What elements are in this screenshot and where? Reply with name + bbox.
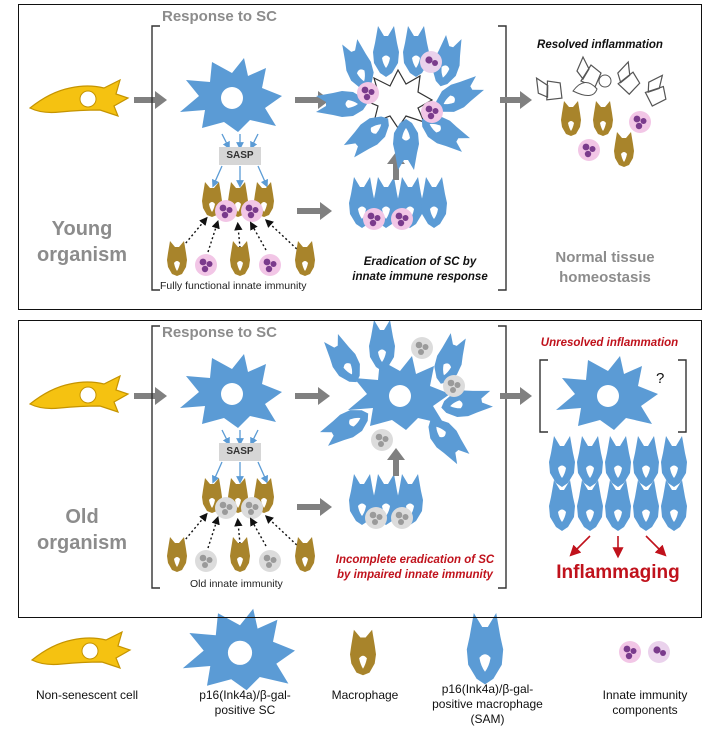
young-organism-panel [18,4,702,310]
old-response-label: Response to SC [162,324,278,341]
bracket-right-young [498,25,507,291]
eradication-cluster-young [316,26,487,170]
young-organism-label: Young organism [36,218,128,266]
sasp-box-young [219,147,261,165]
old-eradication-label: Incomplete eradication of SC by impaired… [335,554,495,581]
legend-graphics [31,608,670,691]
old-organism-label: Old organism [36,506,128,554]
old-panel-graphics [29,320,687,589]
legend-senescent: p16(Ink4a)/β-gal- positive SC [199,688,291,717]
bracket-left-young [151,25,160,291]
young-homeostasis-label: Normal tissue homeostasis [555,249,655,286]
legend-innate: Innate immunity components [602,688,688,717]
young-eradication-label: Eradication of SC by innate immune respo… [352,256,488,283]
question-mark: ? [656,370,665,387]
old-outcome-label: Unresolved inflammation [540,337,679,349]
old-organism-panel [18,320,702,618]
old-immunity-label: Old innate immunity [190,578,283,590]
young-sasp-label: SASP [226,150,254,161]
resolved-debris [530,56,677,111]
legend-sam: p16(Ink4a)/β-gal- positive macrophage (S… [432,682,543,726]
arrow-young-3 [297,202,332,220]
young-outcome-label: Resolved inflammation [537,39,663,51]
young-panel-graphics [29,25,677,291]
young-immunity-label: Fully functional innate immunity [160,280,307,292]
inflammaging-label: Inflammaging [556,562,680,583]
old-sasp-label: SASP [226,446,254,457]
young-response-label: Response to SC [162,8,278,25]
arrow-young-4 [500,91,532,109]
arrow-young-1 [134,91,167,109]
legend-macrophage: Macrophage [331,688,399,702]
legend-non-senescent: Non-senescent cell [35,688,139,702]
